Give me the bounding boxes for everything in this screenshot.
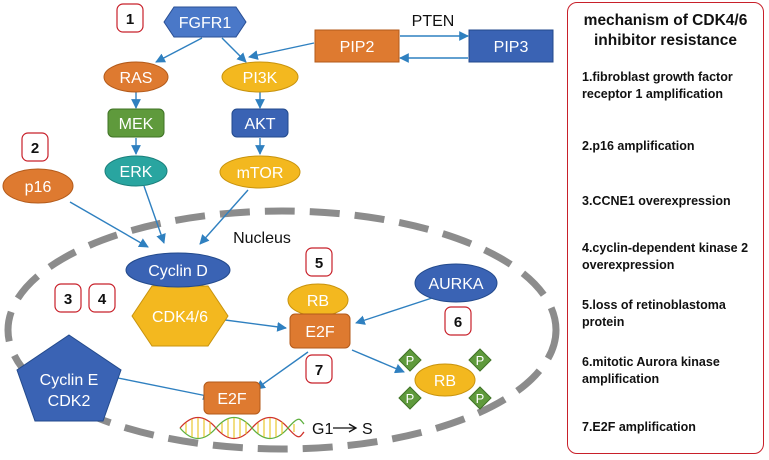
badge-3-label: 3 (64, 291, 72, 308)
fgfr1-label: FGFR1 (179, 15, 232, 32)
panel-item-7: 7.E2F amplification (582, 420, 696, 434)
rb-phospho-node (414, 363, 476, 397)
g1-label: G1 (312, 421, 333, 438)
e2f-lower-label: E2F (217, 391, 247, 408)
pten-label: PTEN (412, 13, 455, 30)
mtor-label: mTOR (237, 165, 284, 182)
arrow-fgfr1-pi3k (221, 37, 247, 63)
arrow-p16-cyclind (69, 201, 149, 248)
arrow-cyclinE-e2flower (117, 377, 213, 401)
badge-4-label: 4 (98, 291, 107, 308)
p16-node (2, 168, 74, 204)
panel-item-6: 6.mitotic Aurora kinase amplification (582, 355, 720, 386)
akt-node (231, 108, 289, 138)
badge-6 (444, 306, 472, 336)
pi3k-node (221, 61, 299, 93)
badge-3 (54, 283, 82, 313)
cyclin-d-node (125, 252, 231, 288)
panel-item-4: 4.cyclin-dependent kinase 2 overexpressi… (582, 241, 749, 272)
phosphate-diamond (398, 348, 422, 372)
phosphate-label: P (476, 391, 485, 406)
aurka-node (414, 263, 498, 303)
phosphate-label: P (406, 353, 415, 368)
panel-item-2: 2.p16 amplification (582, 139, 695, 153)
p16-label: p16 (25, 179, 52, 196)
badge-2-label: 2 (31, 140, 39, 157)
badge-7 (305, 354, 333, 384)
mek-node (107, 108, 165, 138)
nucleus-label: Nucleus (233, 230, 291, 247)
arrow-e2f-e2flower (255, 351, 309, 390)
e2f-main-node (289, 313, 351, 349)
mtor-node (219, 155, 301, 189)
cyclin-e-label: Cyclin E (40, 372, 99, 389)
s-label: S (362, 421, 373, 438)
ras-label: RAS (120, 70, 153, 87)
badge-4 (88, 283, 116, 313)
badge-7-label: 7 (315, 362, 323, 379)
badge-5-label: 5 (315, 255, 323, 272)
phosphate-diamond (468, 386, 492, 410)
dna-helix-icon (179, 416, 305, 440)
cdk46-label: CDK4/6 (152, 309, 208, 326)
badge-1 (116, 3, 144, 33)
phosphate-diamond (468, 348, 492, 372)
aurka-label: AURKA (428, 276, 483, 293)
pi3k-label: PI3K (243, 70, 278, 87)
arrow-pip2-fgfr1 (248, 42, 315, 60)
e2f-main-label: E2F (305, 324, 335, 341)
panel-item-5: 5.loss of retinoblastoma protein (582, 298, 726, 329)
pip3-label: PIP3 (494, 39, 529, 56)
arrow-erk-cyclind (143, 185, 166, 244)
e2f-lower-node (203, 381, 261, 415)
phosphate-label: P (476, 353, 485, 368)
arrow-e2f-rbp (351, 349, 405, 374)
phosphate-label: P (406, 391, 415, 406)
mechanism-panel: mechanism of CDK4/6 inhibitor resistance… (567, 2, 764, 454)
badge-1-label: 1 (126, 11, 134, 28)
cyclin-d-label: Cyclin D (148, 263, 208, 280)
badge-5 (305, 247, 333, 277)
badge-2 (21, 132, 49, 162)
akt-label: AKT (244, 116, 275, 133)
nucleus-boundary (4, 207, 560, 453)
erk-node (104, 155, 168, 187)
erk-label: ERK (120, 164, 153, 181)
pip2-label: PIP2 (340, 39, 375, 56)
arrow-mtor-cyclind (199, 189, 249, 245)
panel-title: mechanism of CDK4/6 inhibitor resistance (583, 12, 748, 49)
arrow-aurka-e2f (355, 297, 433, 325)
cdk2-label: CDK2 (48, 393, 91, 410)
phosphate-diamond (398, 386, 422, 410)
mek-label: MEK (119, 116, 154, 133)
arrow-fgfr1-ras (155, 37, 203, 63)
pip2-node (314, 29, 400, 63)
rb-phospho-label: RB (434, 373, 456, 390)
cdk46-node (131, 285, 229, 347)
rb-phospho-group: P P P P RB (398, 348, 492, 410)
badges: 1 2 3 4 5 6 7 (21, 3, 472, 384)
ras-node (103, 61, 169, 93)
badge-6-label: 6 (454, 314, 462, 331)
panel-item-1: 1.fibroblast growth factor receptor 1 am… (582, 70, 733, 101)
pip3-node (468, 29, 554, 63)
g1-s-arrowhead (348, 423, 358, 433)
cyclin-e-cdk2-node (16, 334, 122, 422)
fgfr1-node (163, 6, 247, 38)
panel-item-3: 3.CCNE1 overexpression (582, 194, 731, 208)
rb-label: RB (307, 293, 329, 310)
